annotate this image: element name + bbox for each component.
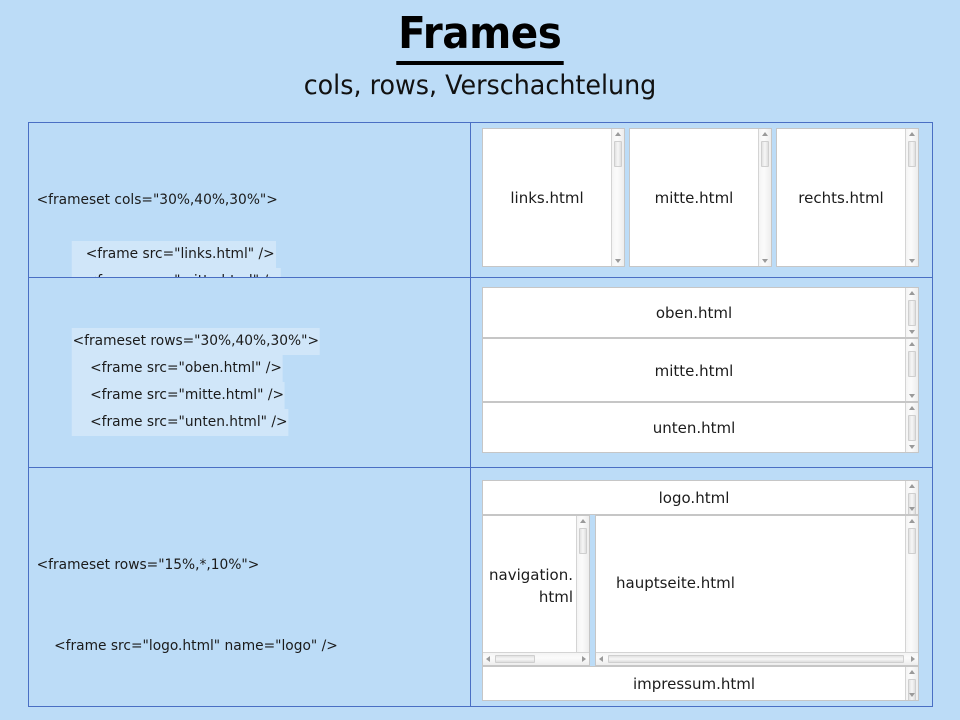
- code-line: <frameset rows="15%,*,10%">: [36, 557, 260, 573]
- scrollbar-thumb[interactable]: [908, 493, 916, 514]
- diagram-cell-nested: logo.html navigation. html hauptseite.ht…: [471, 468, 932, 706]
- scrollbar-thumb[interactable]: [908, 300, 916, 326]
- code-line: <frame src="mitte.html" />: [71, 382, 285, 409]
- code-line: <frameset cols="30%,40%,30%">: [36, 192, 278, 208]
- code-line: <frame src="logo.html" name="logo" />: [36, 638, 338, 654]
- scrollbar-thumb[interactable]: [614, 141, 622, 167]
- pane-label: mitte.html: [654, 189, 734, 207]
- vertical-scrollbar[interactable]: [905, 667, 918, 700]
- scrollbar-thumb[interactable]: [908, 351, 916, 377]
- scrollbar-thumb[interactable]: [908, 415, 916, 441]
- scrollbar-thumb[interactable]: [608, 655, 904, 663]
- code-block-rows: <frameset rows="30%,40%,30%"> <frame src…: [29, 278, 448, 467]
- slide-header: Frames cols, rows, Verschachtelung: [0, 0, 960, 103]
- frame-pane-logo[interactable]: logo.html: [482, 480, 919, 515]
- pane-label: rechts.html: [798, 189, 884, 207]
- vertical-scrollbar[interactable]: [905, 339, 918, 401]
- diagram-cell-cols: links.html mitte.html rechts.html: [471, 123, 932, 277]
- vertical-scrollbar[interactable]: [905, 403, 918, 452]
- scrollbar-thumb[interactable]: [908, 528, 916, 554]
- frame-pane-links[interactable]: links.html: [482, 128, 625, 267]
- horizontal-scrollbar[interactable]: [483, 652, 589, 665]
- code-cell-nested: <frameset rows="15%,*,10%"> <frame src="…: [29, 468, 471, 706]
- pane-label: hauptseite.html: [616, 574, 735, 592]
- frames-examples-table: <frameset cols="30%,40%,30%"> <frame src…: [28, 122, 933, 707]
- pane-label: mitte.html: [654, 362, 734, 380]
- table-row: <frameset cols="30%,40%,30%"> <frame src…: [29, 123, 932, 278]
- code-line: <frame src="oben.html" />: [71, 355, 283, 382]
- code-line: <frame src="unten.html" />: [71, 409, 289, 436]
- vertical-scrollbar[interactable]: [905, 288, 918, 337]
- scrollbar-thumb[interactable]: [495, 655, 535, 663]
- frame-pane-impressum[interactable]: impressum.html: [482, 666, 919, 701]
- scrollbar-thumb[interactable]: [579, 528, 587, 554]
- scrollbar-thumb[interactable]: [761, 141, 769, 167]
- code-block-nested: <frameset rows="15%,*,10%"> <frame src="…: [29, 468, 448, 706]
- table-row: <frameset rows="30%,40%,30%"> <frame src…: [29, 278, 932, 468]
- scrollbar-thumb[interactable]: [908, 679, 916, 700]
- frame-pane-mitte[interactable]: mitte.html: [482, 338, 919, 402]
- scrollbar-thumb[interactable]: [908, 141, 916, 167]
- pane-label: navigation. html: [489, 566, 573, 606]
- code-block-cols: <frameset cols="30%,40%,30%"> <frame src…: [29, 123, 448, 277]
- vertical-scrollbar[interactable]: [905, 129, 918, 266]
- diagram-cell-rows: oben.html mitte.html unten.html: [471, 278, 932, 467]
- vertical-scrollbar[interactable]: [611, 129, 624, 266]
- code-line: <frameset rows="30%,40%,30%">: [71, 328, 320, 355]
- pane-label: links.html: [510, 189, 584, 207]
- pane-label: unten.html: [652, 419, 736, 437]
- vertical-scrollbar[interactable]: [576, 516, 589, 665]
- page-subtitle: cols, rows, Verschachtelung: [303, 70, 657, 101]
- frame-pane-unten[interactable]: unten.html: [482, 402, 919, 453]
- pane-label: oben.html: [655, 304, 733, 322]
- page-title: Frames: [396, 8, 564, 65]
- frame-pane-oben[interactable]: oben.html: [482, 287, 919, 338]
- pane-label: logo.html: [658, 489, 730, 507]
- vertical-scrollbar[interactable]: [905, 481, 918, 514]
- code-line: </frameset>: [37, 463, 448, 467]
- frame-pane-navigation[interactable]: navigation. html: [482, 515, 590, 666]
- frame-pane-mitte[interactable]: mitte.html: [629, 128, 772, 267]
- vertical-scrollbar[interactable]: [905, 516, 918, 665]
- code-cell-cols: <frameset cols="30%,40%,30%"> <frame src…: [29, 123, 471, 277]
- pane-label: impressum.html: [632, 675, 756, 693]
- table-row: <frameset rows="15%,*,10%"> <frame src="…: [29, 468, 932, 706]
- frame-pane-hauptseite[interactable]: hauptseite.html: [595, 515, 919, 666]
- code-cell-rows: <frameset rows="30%,40%,30%"> <frame src…: [29, 278, 471, 467]
- frame-pane-rechts[interactable]: rechts.html: [776, 128, 919, 267]
- horizontal-scrollbar[interactable]: [596, 652, 918, 665]
- vertical-scrollbar[interactable]: [758, 129, 771, 266]
- code-line: <frame src="mitte.html" />: [71, 268, 281, 277]
- code-line: <frame src="links.html" />: [71, 241, 276, 268]
